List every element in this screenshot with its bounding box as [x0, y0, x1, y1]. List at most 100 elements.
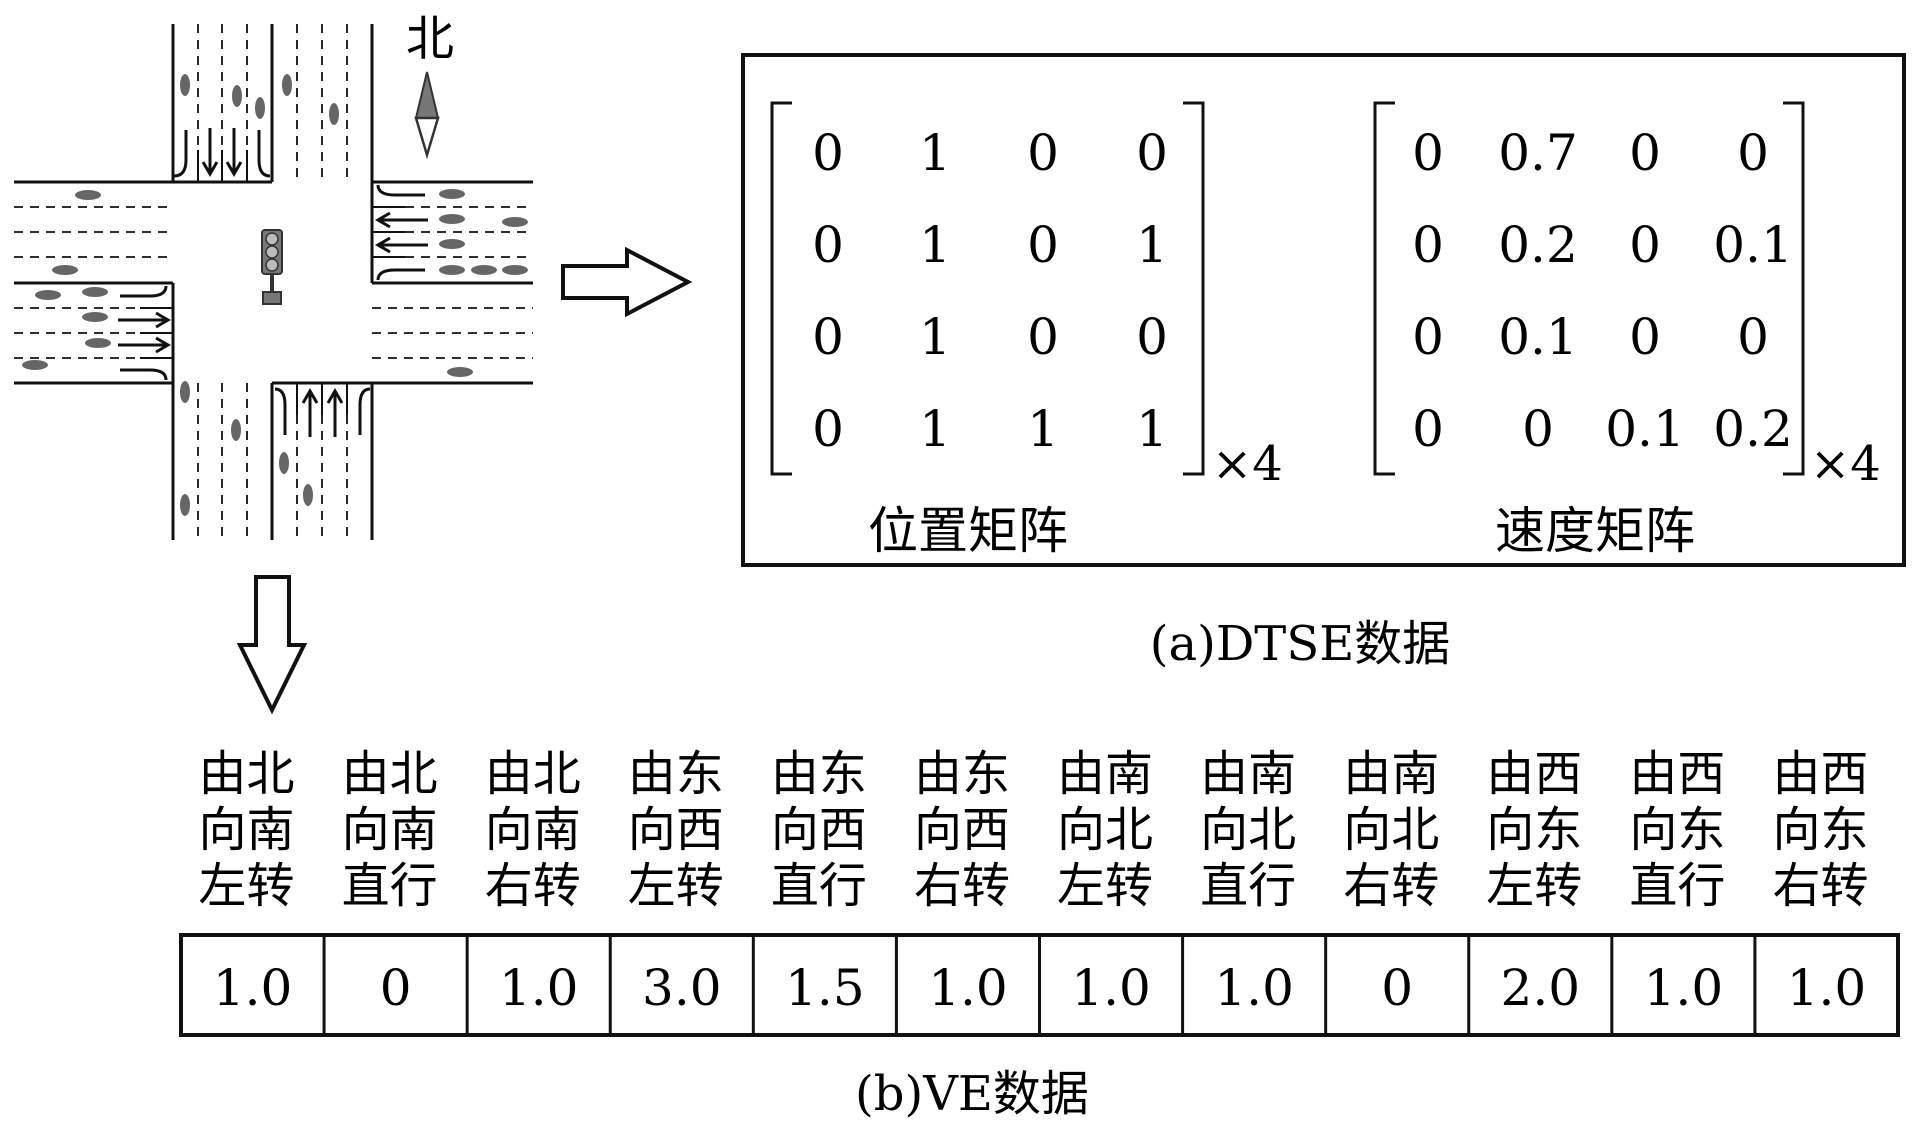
matrix-cell: 0.1: [1605, 400, 1685, 458]
ve-direction-label: 由北: [485, 746, 581, 802]
ve-direction-label: 向西: [914, 802, 1010, 858]
matrix-cell: 0: [812, 124, 844, 182]
traffic-light-icon: [261, 229, 283, 305]
matrix-cell: 1: [1136, 216, 1168, 274]
ve-direction-label: 直行: [771, 858, 867, 914]
ve-direction-label: 左转: [199, 858, 295, 914]
ve-direction-label: 由东: [771, 746, 867, 802]
ve-direction-label: 向北: [1057, 802, 1153, 858]
ve-value-cell: 1.0: [1214, 959, 1294, 1017]
vehicles: [22, 74, 528, 516]
matrix-bracket-left: [770, 101, 792, 476]
matrix-cell: 1: [919, 400, 951, 458]
ve-direction-label: 向东: [1486, 802, 1582, 858]
matrix-bracket-right: [1183, 101, 1205, 476]
ve-direction-label: 由北: [199, 746, 295, 802]
matrix-cell: 0: [1136, 308, 1168, 366]
north-right-arrow: [257, 130, 271, 178]
ve-direction-label: 由西: [1629, 746, 1725, 802]
matrix-cell: 0: [1136, 124, 1168, 182]
matrix-cell: 1: [919, 216, 951, 274]
ve-direction-label: 左转: [628, 858, 724, 914]
matrix-bracket-left: [1373, 101, 1395, 476]
position-matrix-title: 位置矩阵: [868, 502, 1068, 560]
ve-direction-label: 由南: [1057, 746, 1153, 802]
matrix-cell: 0: [812, 308, 844, 366]
ve-value-cell: 0: [1381, 959, 1413, 1017]
ve-direction-label: 由北: [342, 746, 438, 802]
ve-direction-label: 左转: [1486, 858, 1582, 914]
matrix-cell: 0: [1629, 216, 1661, 274]
ve-value-cell: 1.0: [1644, 959, 1724, 1017]
ve-value-cell: 3.0: [642, 959, 722, 1017]
ve-direction-label: 右转: [914, 858, 1010, 914]
arrow-to-ve-icon: [236, 575, 308, 715]
ve-direction-labels: 由北向南左转由北向南直行由北向南右转由东向西左转由东向西直行由东向西右转由南向北…: [199, 746, 1869, 914]
matrix-cell: 1: [919, 308, 951, 366]
matrix-cell: 0: [1027, 124, 1059, 182]
ve-direction-label: 由西: [1486, 746, 1582, 802]
matrix-cell: 1: [1136, 400, 1168, 458]
south-left-arrow: [274, 387, 287, 435]
matrix-cell: 0.1: [1713, 216, 1793, 274]
ve-direction-label: 右转: [1772, 858, 1868, 914]
matrix-cell: 0.2: [1498, 216, 1578, 274]
matrix-cell: 0: [1412, 216, 1444, 274]
intersection-diagram: [14, 24, 533, 540]
ve-direction-label: 向东: [1772, 802, 1868, 858]
west-straight-arrow: [118, 336, 171, 354]
ve-direction-label: 由东: [914, 746, 1010, 802]
ve-value-cell: 1.0: [928, 959, 1008, 1017]
ve-value-cell: 1.0: [499, 959, 579, 1017]
matrix-cell: 0: [1027, 308, 1059, 366]
north-compass-icon: [414, 71, 440, 160]
east-straight-arrow: [375, 211, 428, 229]
south-straight-arrow: [326, 388, 344, 437]
matrix-cell: 0.7: [1498, 124, 1578, 182]
ve-direction-label: 由南: [1200, 746, 1296, 802]
road-edge-sw: [14, 381, 175, 540]
ve-value-cell: 0: [380, 959, 412, 1017]
ve-direction-label: 向南: [199, 802, 295, 858]
ve-direction-label: 直行: [342, 858, 438, 914]
ve-direction-label: 直行: [1629, 858, 1725, 914]
ve-direction-label: 向东: [1629, 802, 1725, 858]
matrix-cell: 0: [1629, 308, 1661, 366]
ve-value-cell: 1.0: [213, 959, 293, 1017]
ve-direction-label: 右转: [1343, 858, 1439, 914]
matrix-cell: 0: [1737, 308, 1769, 366]
matrix-cell: 0.1: [1498, 308, 1578, 366]
matrix-cell: 0: [1737, 124, 1769, 182]
north-straight-arrow: [225, 128, 243, 177]
south-right-arrow: [358, 387, 371, 435]
matrix-cell: 0: [1027, 216, 1059, 274]
ve-direction-label: 由南: [1343, 746, 1439, 802]
ve-direction-label: 向西: [771, 802, 867, 858]
ve-value-cell: 2.0: [1501, 959, 1581, 1017]
ve-value-cell: 1.0: [1071, 959, 1151, 1017]
east-left-arrow: [376, 184, 425, 197]
speed-matrix-multiplier: ×4: [1810, 436, 1881, 492]
ve-value-cell: 1.0: [1787, 959, 1867, 1017]
road-edge-se: [370, 381, 533, 540]
ve-caption: (b)VE数据: [855, 1066, 1089, 1122]
matrix-cell: 0: [1522, 400, 1554, 458]
ve-direction-label: 向北: [1343, 802, 1439, 858]
lane-markings: [14, 24, 533, 540]
matrix-cell: 0.2: [1713, 400, 1793, 458]
matrix-cell: 0: [1629, 124, 1661, 182]
ve-direction-label: 向北: [1200, 802, 1296, 858]
lane-arrows: [118, 128, 428, 437]
ve-direction-label: 由东: [628, 746, 724, 802]
ve-direction-label: 向南: [485, 802, 581, 858]
ve-direction-label: 左转: [1057, 858, 1153, 914]
north-left-arrow: [173, 130, 188, 178]
position-matrix-multiplier: ×4: [1212, 436, 1283, 492]
ve-direction-label: 向西: [628, 802, 724, 858]
dtse-box: [741, 53, 1906, 567]
road-edge-nw: [14, 24, 175, 184]
